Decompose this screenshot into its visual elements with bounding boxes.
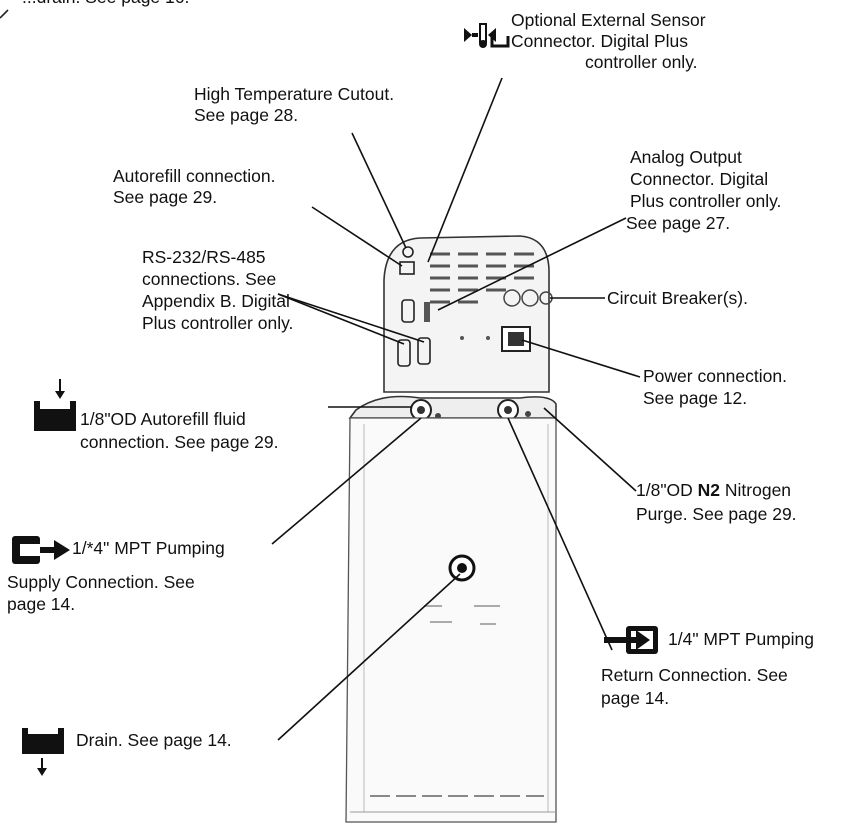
optional-sensor-line-3: controller only.	[585, 52, 698, 72]
rs232-line-1: RS-232/RS-485	[142, 247, 266, 267]
leader-optional-sensor	[427, 77, 503, 263]
nitrogen-n2: N2	[697, 480, 721, 500]
supply-outlet-icon	[12, 536, 70, 564]
leader-return	[507, 417, 613, 651]
analog-label: Analog Output Connector. Digital Plus co…	[626, 146, 781, 234]
high-temp-line-1: High Temperature Cutout.	[194, 84, 395, 104]
nitrogen-label: 1/8"OD N2 Nitrogen Purge. See page 29.	[636, 478, 797, 526]
leader-rs232-a	[277, 293, 405, 345]
return-inlet-icon	[604, 626, 658, 654]
nitrogen-suffix: Nitrogen	[720, 480, 792, 500]
return-line-1: 1/4" MPT Pumping	[668, 629, 814, 649]
high-temp-label: High Temperature Cutout. See page 28.	[194, 84, 394, 126]
analog-line-1: Analog Output	[630, 147, 742, 167]
return-label: Return Connection. See page 14.	[601, 664, 788, 710]
leader-drain	[277, 573, 461, 741]
power-line-2: See page 12.	[643, 388, 748, 408]
autorefill-conn-label: Autorefill connection. See page 29.	[113, 166, 275, 208]
top-fragment-text: ...drain. See page 16.	[22, 0, 189, 8]
supply-line-2: Supply Connection. See	[7, 572, 195, 592]
leader-supply	[271, 417, 422, 545]
optional-sensor-line-2: Connector. Digital Plus	[511, 31, 689, 51]
optional-sensor-line-1: Optional External Sensor	[511, 10, 706, 30]
high-temp-line-2: See page 28.	[194, 105, 299, 125]
rs232-label: RS-232/RS-485 connections. See Appendix …	[142, 246, 293, 334]
breaker-line-1: Circuit Breaker(s).	[607, 288, 748, 308]
supply-line-1: 1/*4" MPT Pumping	[72, 538, 225, 558]
supply-label: Supply Connection. See page 14.	[7, 571, 195, 615]
nitrogen-line-2: Purge. See page 29.	[636, 504, 797, 524]
return-line-2: Return Connection. See	[601, 665, 788, 685]
leader-nitrogen	[543, 407, 637, 492]
leader-power	[521, 339, 641, 378]
autorefill-conn-line-1: Autorefill connection.	[113, 166, 276, 186]
nitrogen-prefix: 1/8"OD	[636, 480, 698, 500]
autorefill-fluid-line-1: 1/8"OD Autorefill fluid	[80, 409, 246, 429]
leader-high-temp	[351, 132, 407, 249]
optional-sensor-label: Optional External Sensor Connector. Digi…	[511, 10, 706, 73]
nitrogen-line-1: 1/8"OD N2 Nitrogen	[636, 478, 797, 502]
analog-line-3: Plus controller only.	[630, 191, 782, 211]
analog-line-4: See page 27.	[626, 213, 731, 233]
leader-rs232-b	[277, 293, 425, 343]
power-label: Power connection. See page 12.	[643, 365, 787, 409]
return-line-3: page 14.	[601, 688, 670, 708]
controller-head	[383, 235, 553, 393]
rs232-line-2: connections. See	[142, 269, 277, 289]
deck-plate	[348, 395, 557, 421]
rs232-line-4: Plus controller only.	[142, 313, 294, 333]
power-line-1: Power connection.	[643, 366, 787, 386]
bath-body	[345, 417, 557, 823]
rs232-line-3: Appendix B. Digital	[142, 291, 290, 311]
autorefill-fluid-label: 1/8"OD Autorefill fluid connection. See …	[80, 408, 279, 454]
autorefill-fill-icon	[34, 379, 76, 431]
autorefill-fluid-line-2: connection. See page 29.	[80, 432, 279, 452]
leader-autorefill-conn	[311, 206, 403, 267]
breaker-label: Circuit Breaker(s).	[607, 288, 748, 309]
drain-icon	[22, 728, 64, 776]
drain-label: Drain. See page 14.	[76, 730, 232, 750]
analog-line-2: Connector. Digital	[630, 169, 769, 189]
autorefill-conn-line-2: See page 29.	[113, 187, 218, 207]
leader-lines	[271, 77, 641, 741]
supply-line-3: page 14.	[7, 594, 76, 614]
leader-analog	[437, 217, 627, 311]
external-sensor-icon	[464, 23, 510, 48]
top-mark	[0, 9, 9, 19]
